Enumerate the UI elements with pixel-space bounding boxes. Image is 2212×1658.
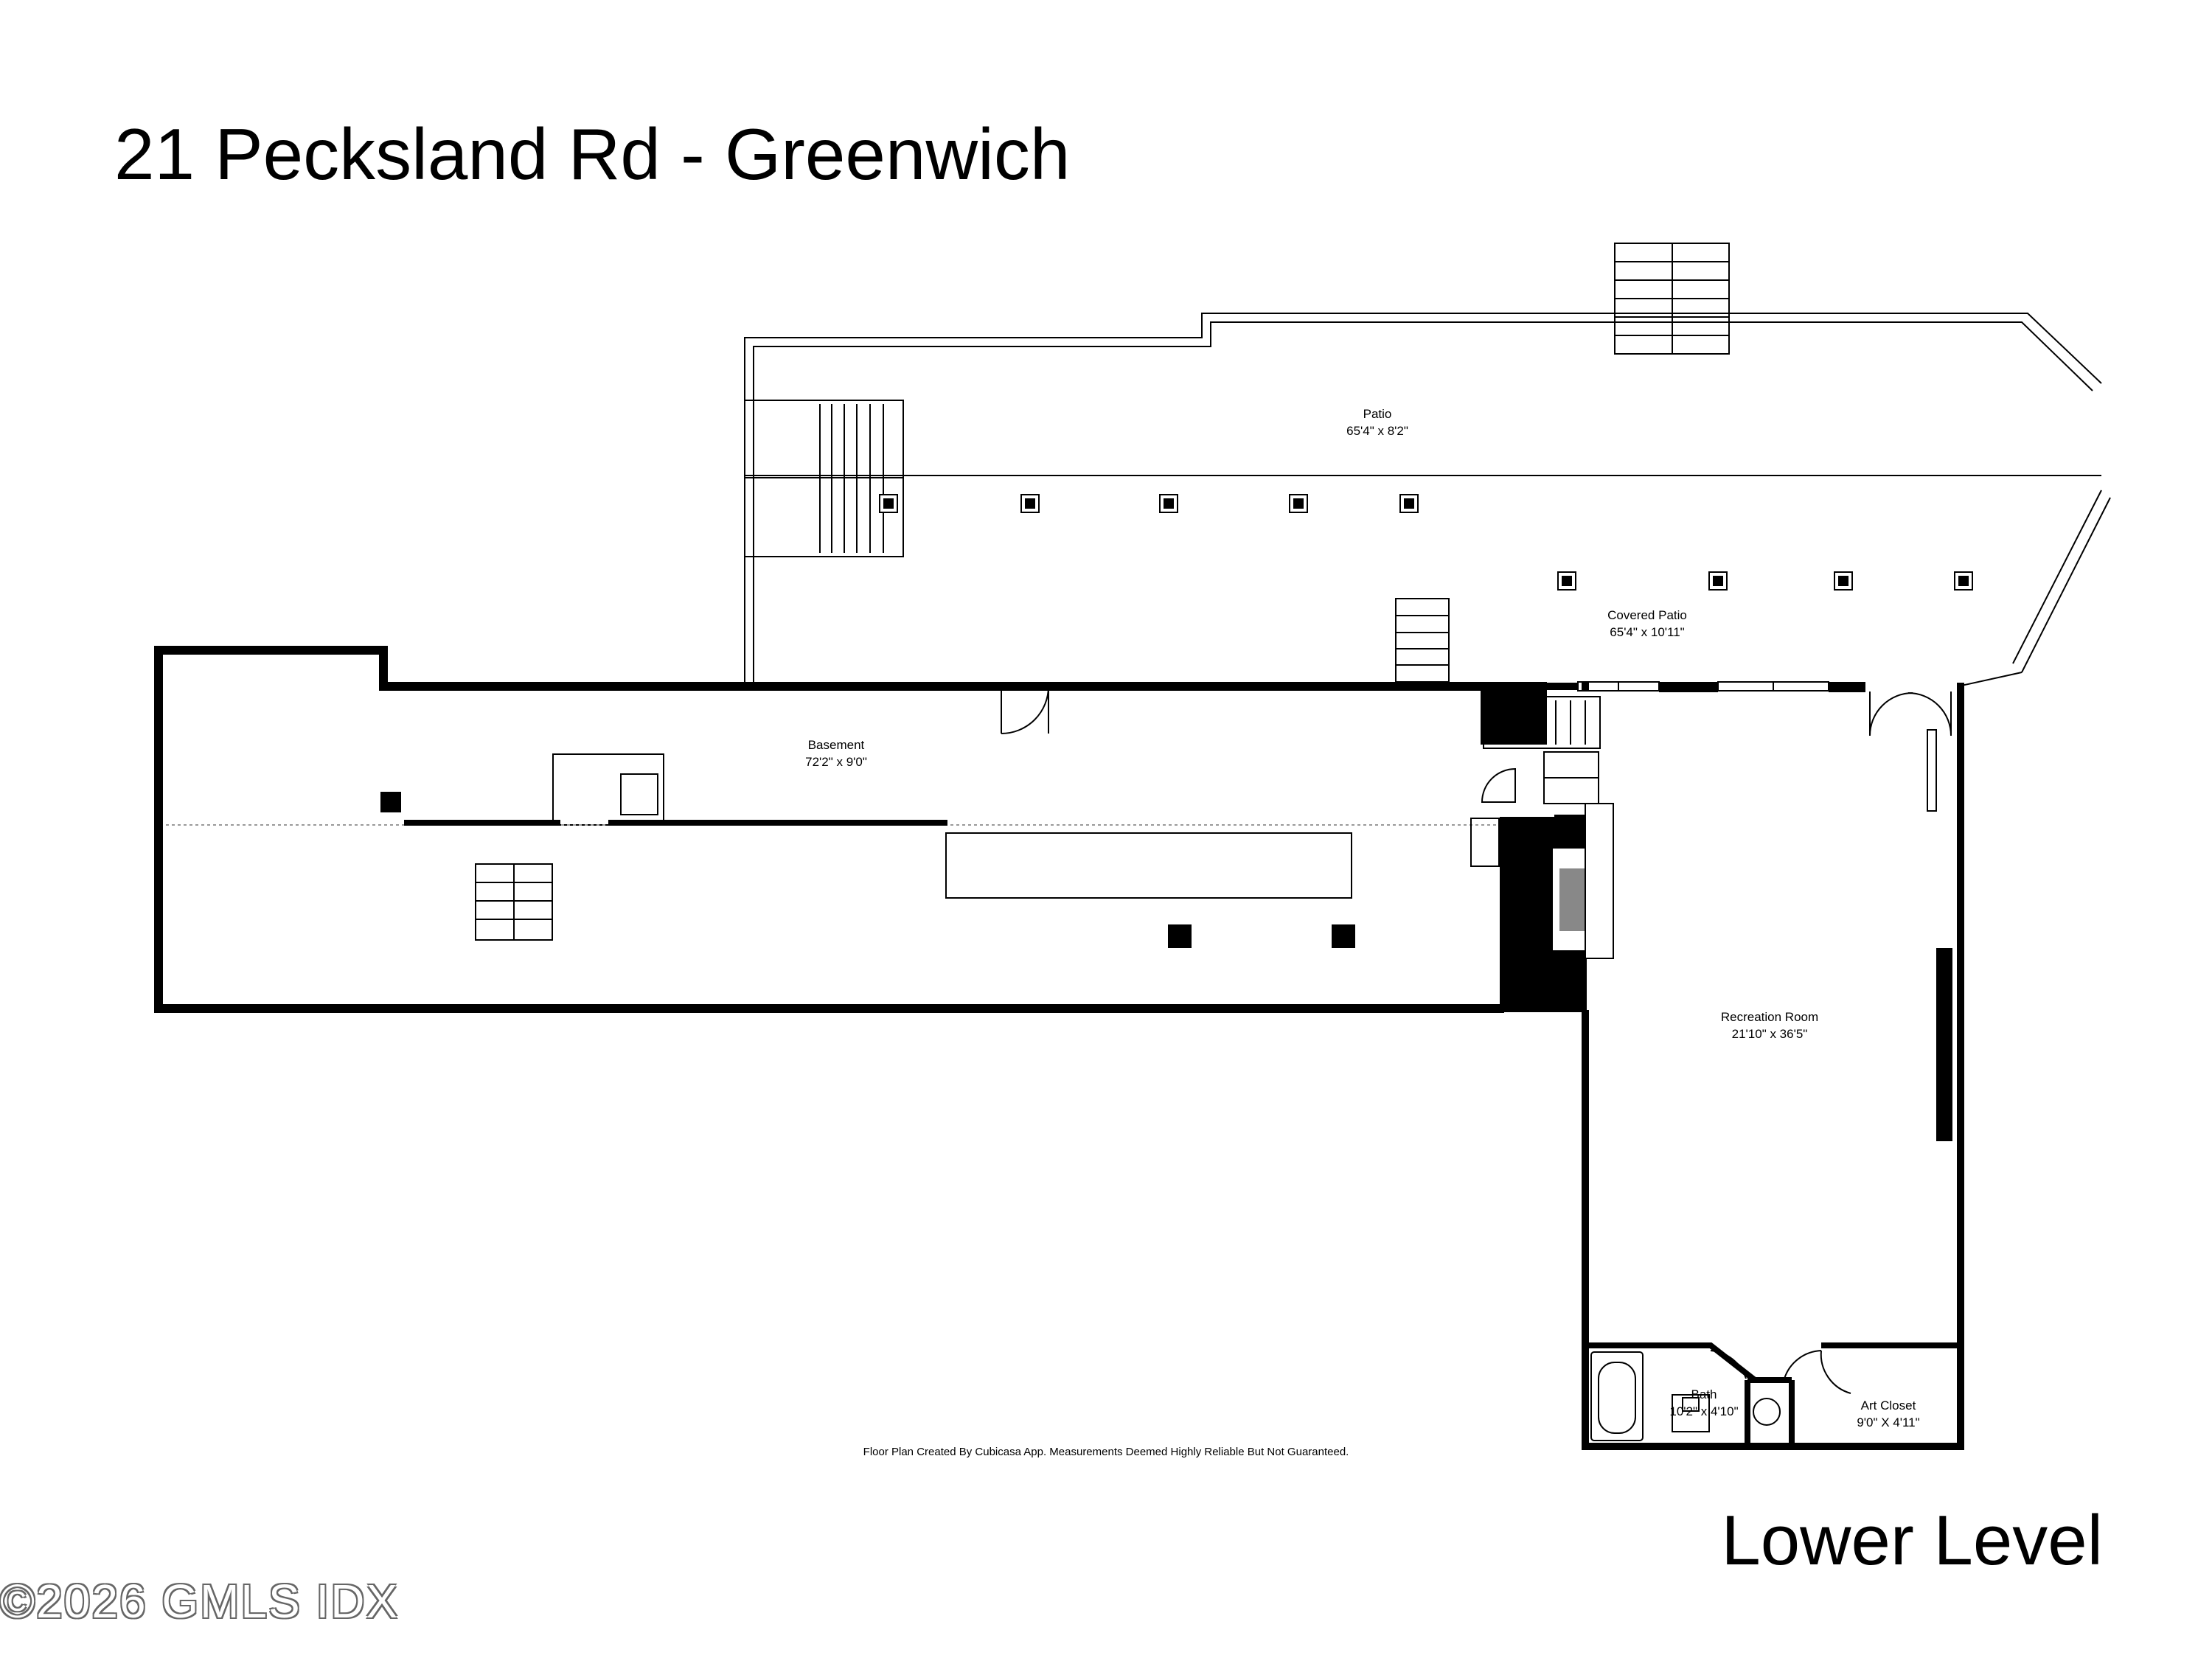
basement-door	[1001, 686, 1049, 734]
chimney-core	[1481, 682, 1614, 1012]
recreation-room-doors	[1869, 692, 1952, 736]
patio-railing	[744, 313, 2111, 686]
covered-patio-dims: 65'4" x 10'11"	[1610, 625, 1684, 639]
bath-name: Bath	[1691, 1387, 1717, 1401]
basement-columns	[380, 792, 1355, 948]
core-door	[1481, 767, 1516, 803]
basement-interior	[166, 753, 1497, 941]
recreation-room-walls	[1500, 683, 1964, 1450]
interior-stairs	[1470, 696, 1601, 867]
outdoor-stairs-top	[1614, 243, 1730, 355]
room-label-art-closet: Art Closet 9'0" X 4'11"	[1857, 1398, 1919, 1429]
recreation-room-name: Recreation Room	[1721, 1010, 1818, 1024]
patio-name: Patio	[1363, 407, 1392, 421]
patio-dims: 65'4" x 8'2"	[1346, 424, 1408, 438]
bath-closet-walls	[1585, 1342, 1961, 1446]
level-label: Lower Level	[1721, 1501, 2103, 1580]
basement-name: Basement	[808, 738, 865, 752]
basement-dims: 72'2" x 9'0"	[805, 755, 867, 769]
room-label-bath: Bath 10'2" x 4'10"	[1669, 1387, 1738, 1418]
outdoor-stairs-left	[744, 400, 904, 557]
room-label-patio: Patio 65'4" x 8'2"	[1346, 407, 1408, 438]
room-label-covered-patio: Covered Patio 65'4" x 10'11"	[1607, 608, 1687, 639]
patio-posts	[879, 494, 1973, 591]
covered-patio-name: Covered Patio	[1607, 608, 1687, 622]
recreation-room-dims: 21'10" x 36'5"	[1732, 1027, 1808, 1041]
basement-walls	[154, 646, 1504, 1013]
bath-fixtures	[1590, 1350, 1851, 1441]
recreation-room-windows	[1577, 681, 1937, 812]
art-closet-dims: 9'0" X 4'11"	[1857, 1415, 1919, 1429]
art-closet-name: Art Closet	[1861, 1398, 1916, 1413]
room-label-recreation-room: Recreation Room 21'10" x 36'5"	[1721, 1010, 1818, 1041]
recreation-room-solid	[1659, 682, 1952, 1141]
watermark: ©2026 GMLS IDX	[0, 1575, 400, 1628]
room-label-basement: Basement 72'2" x 9'0"	[805, 738, 867, 769]
outdoor-stairs-middle	[1395, 598, 1450, 683]
disclaimer-text: Floor Plan Created By Cubicasa App. Meas…	[863, 1446, 1349, 1458]
plan-title: 21 Pecksland Rd - Greenwich	[114, 114, 1071, 195]
bath-dims: 10'2" x 4'10"	[1669, 1404, 1738, 1418]
